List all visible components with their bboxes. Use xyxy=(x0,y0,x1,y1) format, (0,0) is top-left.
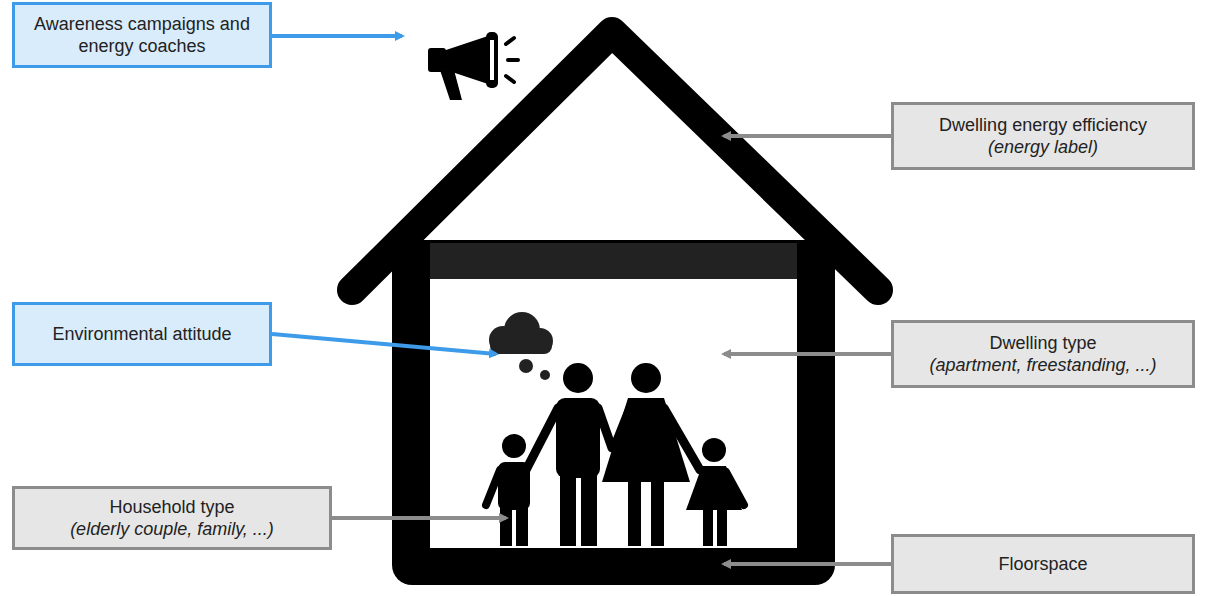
thought-cloud xyxy=(489,312,553,380)
factor-box: Household type(elderly couple, family, .… xyxy=(12,486,332,550)
factor-label: Dwelling energy efficiency xyxy=(939,114,1147,136)
factor-box: Environmental attitude xyxy=(12,302,272,366)
factor-label: Dwelling type xyxy=(989,332,1096,354)
factor-detail: (elderly couple, family, ...) xyxy=(70,518,274,540)
house-roof xyxy=(352,32,878,290)
family-figures xyxy=(486,363,744,546)
factor-box: Awareness campaigns and energy coaches xyxy=(12,2,272,68)
factor-label: Household type xyxy=(109,496,234,518)
leader-arrows xyxy=(272,36,891,564)
factor-box: Dwelling type(apartment, freestanding, .… xyxy=(891,320,1195,388)
factor-detail: (apartment, freestanding, ...) xyxy=(929,354,1156,376)
ceiling-band xyxy=(430,243,797,279)
factor-box: Floorspace xyxy=(891,534,1195,594)
factor-detail: (energy label) xyxy=(988,136,1098,158)
house-wall xyxy=(392,240,835,585)
factor-label: Environmental attitude xyxy=(52,323,231,345)
factor-label: Awareness campaigns and energy coaches xyxy=(23,13,261,57)
factor-label: Floorspace xyxy=(998,553,1087,575)
house-interior xyxy=(430,243,797,548)
megaphone-icon xyxy=(428,32,518,100)
factor-box: Dwelling energy efficiency(energy label) xyxy=(891,102,1195,170)
